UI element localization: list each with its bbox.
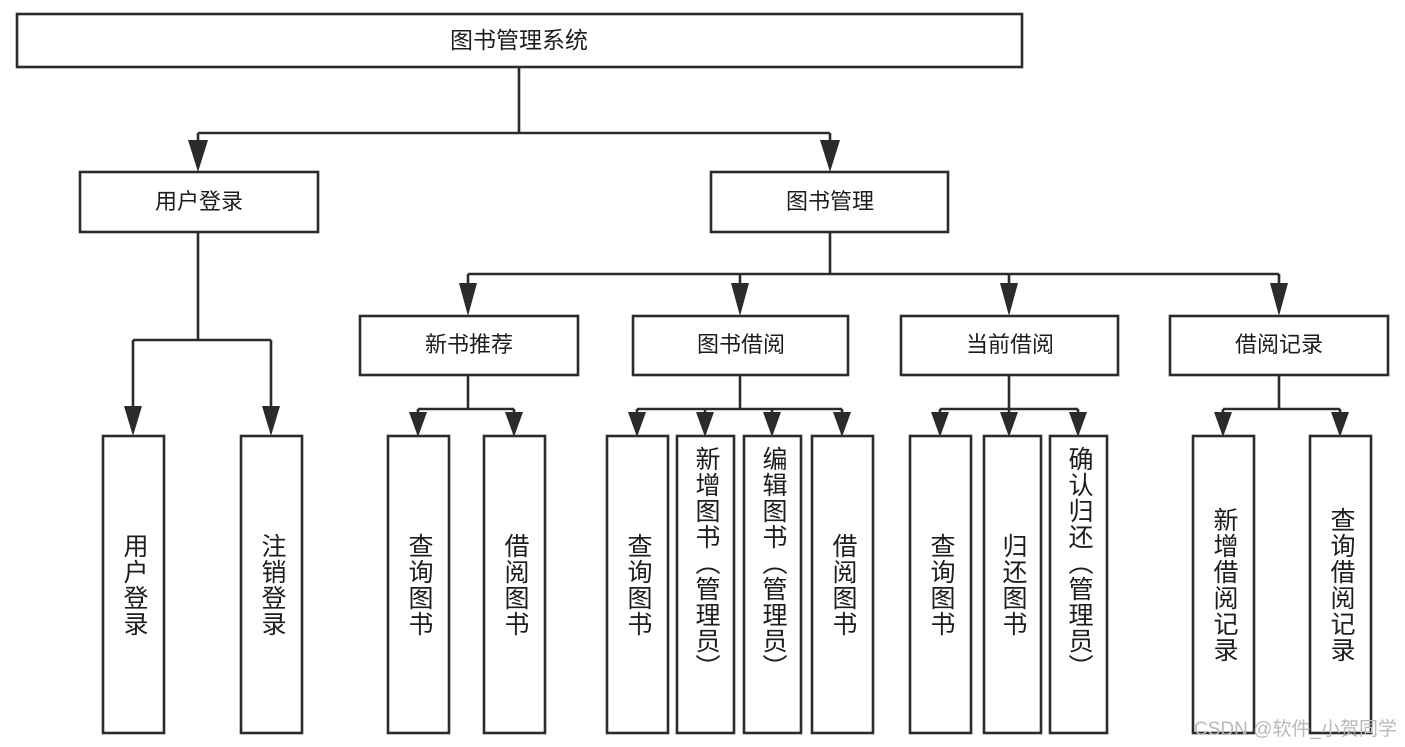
leaf-label-borrow-query-book: 查询图书 (624, 532, 652, 637)
arrowhead-book-manage (820, 140, 840, 172)
arrowhead-borrow-record (1270, 283, 1288, 316)
leaf-label-current-return-book: 归还图书 (999, 532, 1027, 637)
arrowhead-new-book-recommend (459, 283, 477, 316)
leaf-box-borrow-borrow-book[interactable] (810, 434, 875, 735)
arrowhead-user-login (188, 140, 208, 172)
node-current-borrow-label: 当前借阅 (966, 332, 1054, 357)
arrowhead-record-leaf-1 (1214, 412, 1232, 437)
arrowhead-borrow-leaf-1 (628, 412, 646, 437)
node-book-borrow-label: 图书借阅 (697, 332, 785, 357)
arrowhead-book-borrow (731, 283, 749, 316)
arrowhead-leaf-user-login (124, 406, 142, 436)
arrowhead-borrow-leaf-3 (763, 412, 781, 437)
arrowhead-current-borrow (1000, 283, 1018, 316)
node-borrow-record-box[interactable] (1168, 314, 1390, 377)
leaf-label-record-add: 新增借阅记录 (1210, 506, 1238, 663)
leaf-label-current-query-book: 查询图书 (927, 532, 955, 637)
node-root-label: 图书管理系统 (450, 27, 588, 53)
leaf-box-current-query-book[interactable] (908, 434, 973, 735)
connectors-layer (124, 67, 1349, 437)
leaf-box-recommend-query-book[interactable] (386, 434, 451, 735)
arrowhead-borrow-leaf-4 (833, 412, 851, 437)
arrowhead-current-leaf-1 (931, 412, 949, 437)
leaf-box-recommend-borrow-book[interactable] (482, 434, 547, 735)
arrowhead-borrow-leaf-2 (696, 412, 714, 437)
leaf-box-record-add[interactable] (1191, 434, 1256, 735)
leaf-box-logout[interactable] (239, 434, 304, 735)
node-book-manage-label: 图书管理 (786, 189, 874, 214)
leaf-box-borrow-edit-book[interactable] (742, 434, 803, 735)
arrowhead-recommend-leaf-2 (505, 412, 523, 437)
arrowhead-recommend-leaf-1 (409, 412, 427, 437)
leaf-label-logout: 注销登录 (258, 532, 286, 637)
node-book-borrow-box[interactable] (631, 314, 850, 377)
leaf-box-record-query[interactable] (1308, 434, 1373, 735)
node-root-box[interactable] (15, 12, 1024, 69)
node-current-borrow-box[interactable] (899, 314, 1120, 377)
arrowhead-leaf-logout (262, 406, 280, 436)
leaf-label-recommend-query-book: 查询图书 (405, 532, 433, 637)
leaf-box-borrow-add-book[interactable] (675, 434, 736, 735)
leaf-box-current-confirm-return[interactable] (1048, 434, 1109, 735)
nodes-layer: 图书管理系统 用户登录 图书管理 新书推荐 图书借阅 当前借阅 借阅记录 (15, 12, 1390, 735)
leaf-label-record-query: 查询借阅记录 (1327, 506, 1355, 663)
node-new-book-recommend-label: 新书推荐 (425, 332, 513, 357)
node-new-book-recommend-box[interactable] (358, 314, 580, 377)
node-user-login-label: 用户登录 (155, 189, 243, 214)
leaf-box-user-login[interactable] (101, 434, 166, 735)
arrowhead-current-leaf-3 (1069, 412, 1087, 437)
leaf-label-borrow-add-book: 新增图书（管理员） (692, 446, 720, 680)
node-book-manage-box[interactable] (709, 170, 950, 234)
leaf-label-borrow-edit-book: 编辑图书（管理员） (759, 446, 787, 680)
leaf-label-borrow-borrow-book: 借阅图书 (829, 532, 857, 637)
node-user-login-box[interactable] (78, 170, 320, 234)
leaf-label-user-login: 用户登录 (120, 532, 148, 637)
arrowhead-record-leaf-2 (1331, 412, 1349, 437)
leaf-box-current-return-book[interactable] (982, 434, 1043, 735)
arrowhead-current-leaf-2 (1000, 412, 1018, 437)
node-borrow-record-label: 借阅记录 (1235, 332, 1323, 357)
leaf-label-current-confirm-return: 确认归还（管理员） (1065, 446, 1093, 680)
leaf-label-recommend-borrow-book: 借阅图书 (501, 532, 529, 637)
leaf-box-borrow-query-book[interactable] (605, 434, 670, 735)
csdn-watermark: CSDN @软件_小贺同学 (1194, 719, 1397, 740)
